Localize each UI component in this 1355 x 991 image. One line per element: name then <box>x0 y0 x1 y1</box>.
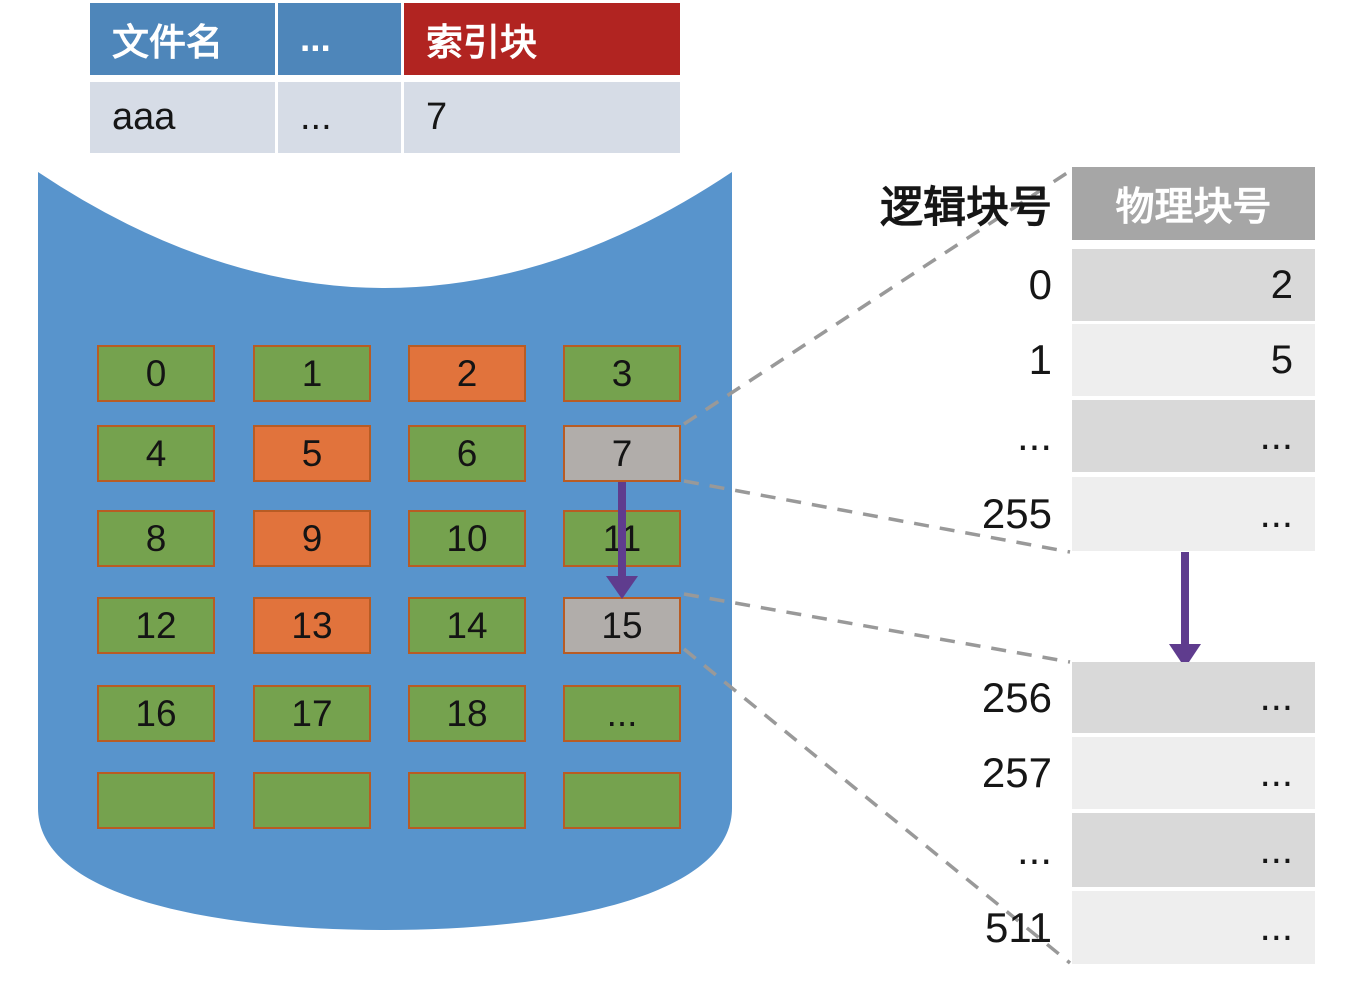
logical-label-257: 257 <box>981 749 1052 796</box>
disk-block-7-index-block: 7 <box>563 425 681 482</box>
physical-cell-256: ... <box>1072 662 1315 733</box>
file-table-header-ellipsis: ... <box>278 3 401 75</box>
file-table-header-index-block: 索引块 <box>404 3 680 75</box>
disk-block-1: 1 <box>253 345 371 402</box>
dashed-line-block15-to-row256-top <box>683 592 1071 664</box>
disk-block-empty-3 <box>408 772 526 829</box>
logical-label-1: 1 <box>1028 336 1052 383</box>
physical-block-number-header: 物理块号 <box>1072 167 1315 240</box>
disk-block-empty-4 <box>563 772 681 829</box>
file-table-cell-index-block: 7 <box>404 82 680 153</box>
disk-block-0: 0 <box>97 345 215 402</box>
disk-block-11: 11 <box>563 510 681 567</box>
disk-block-8: 8 <box>97 510 215 567</box>
logical-label-0: 0 <box>1028 261 1052 308</box>
disk-block-ellipsis: ... <box>563 685 681 742</box>
logical-label-255: 255 <box>981 490 1052 537</box>
file-table-cell-ellipsis: ... <box>278 82 401 153</box>
logical-block-number-header: 逻辑块号 <box>880 183 1052 232</box>
physical-cell-257: ... <box>1072 737 1315 809</box>
disk-block-16: 16 <box>97 685 215 742</box>
disk-block-18: 18 <box>408 685 526 742</box>
disk-block-empty-2 <box>253 772 371 829</box>
logical-label-ellipsis-2: ... <box>1016 826 1052 873</box>
physical-cell-ellipsis-1: ... <box>1072 400 1315 472</box>
logical-label-511: 511 <box>985 903 1052 951</box>
disk-block-12: 12 <box>97 597 215 654</box>
disk-block-2: 2 <box>408 345 526 402</box>
physical-cell-ellipsis-2: ... <box>1072 813 1315 887</box>
logical-label-256: 256 <box>981 673 1052 721</box>
file-table-cell-filename: aaa <box>90 82 275 153</box>
logical-label-ellipsis-1: ... <box>1016 412 1052 459</box>
physical-cell-0: 2 <box>1072 249 1315 321</box>
physical-cell-511: ... <box>1072 891 1315 964</box>
disk-block-10: 10 <box>408 510 526 567</box>
disk-block-5: 5 <box>253 425 371 482</box>
disk-block-6: 6 <box>408 425 526 482</box>
disk-block-4: 4 <box>97 425 215 482</box>
arrowhead-block15 <box>606 576 638 599</box>
file-table-header-filename: 文件名 <box>90 3 275 75</box>
disk-block-13: 13 <box>253 597 371 654</box>
disk-block-3: 3 <box>563 345 681 402</box>
disk-block-empty-1 <box>97 772 215 829</box>
physical-cell-1: 5 <box>1072 324 1315 396</box>
disk-block-9: 9 <box>253 510 371 567</box>
disk-block-14: 14 <box>408 597 526 654</box>
disk-block-15-index-block: 15 <box>563 597 681 654</box>
disk-block-17: 17 <box>253 685 371 742</box>
physical-cell-255: ... <box>1072 477 1315 551</box>
